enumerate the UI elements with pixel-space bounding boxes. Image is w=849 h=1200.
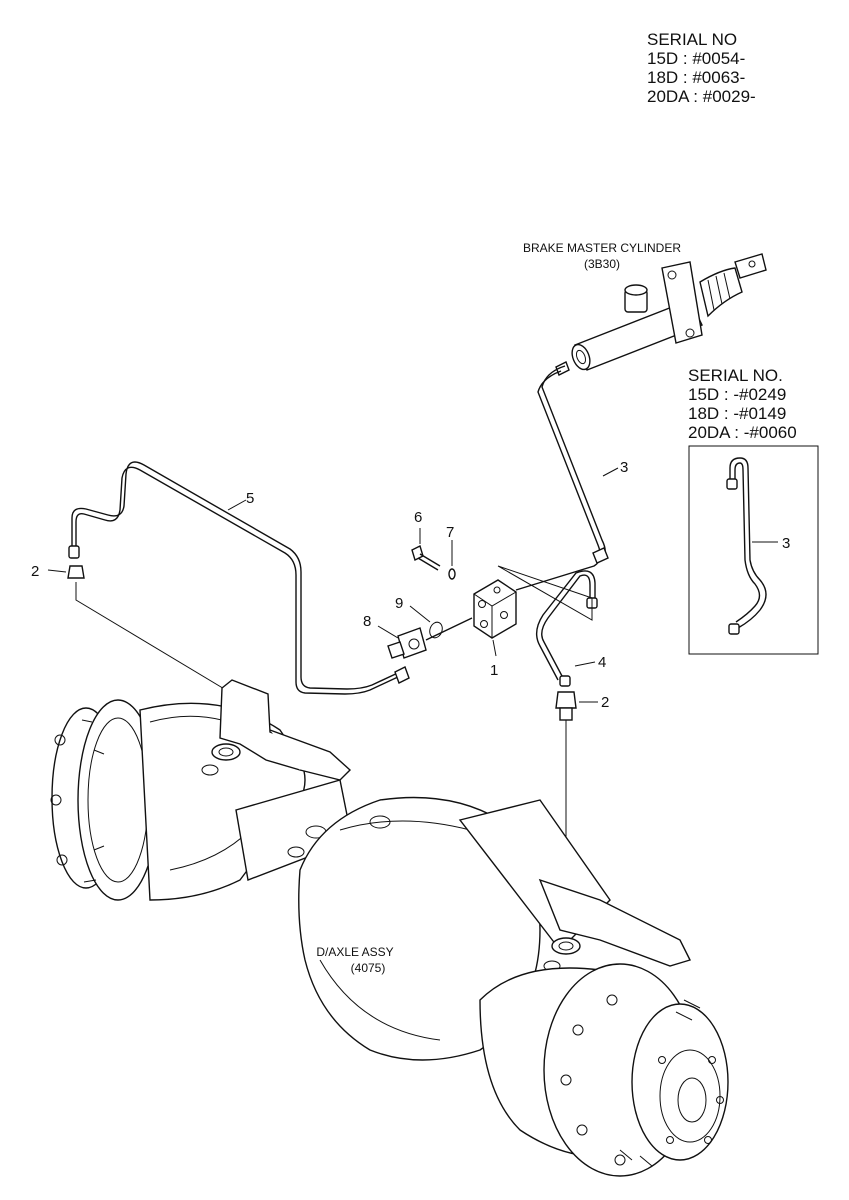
brake-switch: 8 [363,613,473,659]
serial-line: 15D : #0054- [647,49,746,68]
serial-line: 18D : -#0149 [688,404,787,423]
drive-axle-assembly: D/AXLE ASSY (4075) [50,679,729,1177]
callout-3: 3 [620,459,628,476]
serial-number-block-inset: SERIAL NO. 15D : -#0249 18D : -#0149 20D… [688,366,797,442]
inset-pipe-3-variant: 3 [688,445,819,655]
callout-4: 4 [598,654,606,671]
master-cylinder-label: BRAKE MASTER CYLINDER [523,241,681,255]
serial-line: 20DA : -#0060 [688,423,797,442]
serial-heading: SERIAL NO. [688,366,783,385]
axle-label: D/AXLE ASSY [316,945,393,959]
serial-line: 18D : #0063- [647,68,746,87]
brake-pipe-5: 5 [68,461,410,695]
brake-master-cylinder: BRAKE MASTER CYLINDER (3B30) [523,241,767,376]
callout-1: 1 [490,662,498,679]
junction-block: 1 [473,565,593,679]
axle-code: (4075) [351,961,386,975]
callout-9: 9 [395,595,403,612]
callout-5: 5 [246,490,254,507]
brake-pipe-4: 4 [535,570,606,687]
serial-line: 15D : -#0249 [688,385,787,404]
serial-heading: SERIAL NO [647,30,738,49]
callout-6: 6 [414,509,422,526]
callout-8: 8 [363,613,371,630]
master-cylinder-code: (3B30) [584,257,620,271]
callout-7: 7 [446,524,454,541]
callout-2-left: 2 [31,563,39,580]
serial-line: 20DA : #0029- [647,87,756,106]
callout-2-right: 2 [601,694,609,711]
bolt: 6 [411,509,441,571]
callout-3-inset: 3 [782,535,790,552]
brake-pipe-3: 3 [515,365,628,591]
washer: 7 [446,524,456,580]
serial-number-block-top: SERIAL NO 15D : #0054- 18D : #0063- 20DA… [647,30,756,106]
